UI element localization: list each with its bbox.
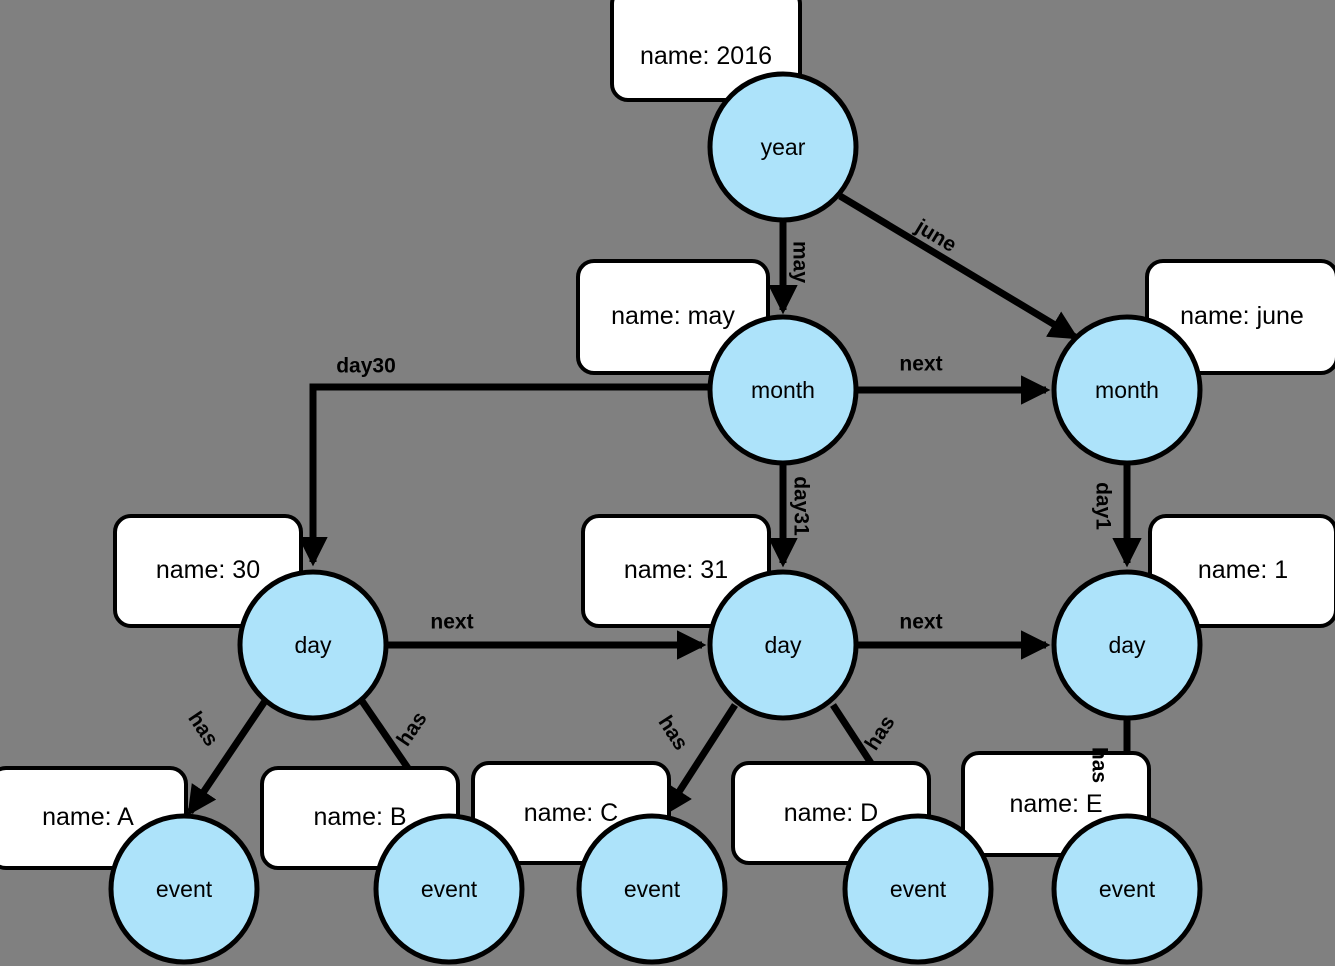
edge-label-has: has [183, 708, 222, 751]
property-box-label: name: 1 [1198, 556, 1288, 584]
node-circle[interactable] [707, 71, 859, 223]
edge-label-has: has [1088, 747, 1111, 783]
node-label: day [294, 632, 332, 658]
node-label: event [421, 876, 478, 902]
edge-label-day31: day31 [790, 476, 813, 536]
property-box-label: name: A [42, 803, 134, 831]
node-circle[interactable] [707, 569, 859, 721]
edge-label-day30: day30 [336, 355, 396, 378]
property-box: name: 31 [581, 514, 771, 628]
graph-node-year2016[interactable]: year [707, 71, 859, 223]
node-label: month [751, 377, 815, 403]
graph-node-eventA[interactable]: event [108, 813, 260, 965]
edge-label-next: next [899, 353, 942, 376]
property-box-label: name: D [784, 799, 878, 827]
edge-label-next: next [430, 611, 473, 634]
property-box: name: may [576, 259, 770, 375]
property-box-label: name: may [611, 302, 735, 330]
node-label: event [890, 876, 947, 902]
node-label: month [1095, 377, 1159, 403]
node-label: day [1108, 632, 1146, 658]
property-box-shape [610, 0, 802, 102]
node-circle[interactable] [373, 813, 525, 965]
graph-edge-june [838, 192, 1079, 341]
node-label: event [156, 876, 213, 902]
property-box-label: name: B [313, 803, 406, 831]
graph-node-day1[interactable]: day [1051, 569, 1203, 721]
graph-node-eventC[interactable]: event [576, 813, 728, 965]
node-label: year [761, 134, 806, 160]
property-box-label: name: 30 [156, 556, 260, 584]
property-box: name: 2016 [610, 0, 802, 102]
edge-label-has: has [861, 712, 900, 755]
node-circle[interactable] [237, 569, 389, 721]
edge-label-next: next [899, 611, 942, 634]
property-boxes-layer: name: 2016 name: may name: june name: 30 nam… [0, 0, 1335, 870]
property-box-label: name: june [1180, 302, 1304, 330]
node-circle[interactable] [1051, 813, 1203, 965]
property-box-label: name: 2016 [640, 42, 772, 70]
graph-node-day31[interactable]: day [707, 569, 859, 721]
node-label: event [1099, 876, 1156, 902]
property-box-label: name: C [524, 799, 618, 827]
node-circle[interactable] [707, 314, 859, 466]
node-circle[interactable] [1051, 314, 1203, 466]
edge-label-has: has [654, 712, 693, 755]
nodes-layer: year month month day day day event event event ev… [108, 71, 1203, 965]
property-box-shape [1145, 259, 1335, 375]
property-box: name: 1 [1148, 514, 1335, 628]
property-box-label: name: E [1009, 790, 1102, 818]
graph-node-eventE[interactable]: event [1051, 813, 1203, 965]
node-circle[interactable] [108, 813, 260, 965]
graph-edge-day30 [298, 383, 710, 567]
node-circle[interactable] [576, 813, 728, 965]
property-box-shape [1148, 514, 1335, 628]
node-label: day [764, 632, 802, 658]
property-box-label: name: 31 [624, 556, 728, 584]
node-label: event [624, 876, 681, 902]
graph-node-monthMay[interactable]: month [707, 314, 859, 466]
property-box: name: june [1145, 259, 1335, 375]
graph-edge-has [663, 703, 738, 816]
graph-node-monthJune[interactable]: month [1051, 314, 1203, 466]
graph-node-day30[interactable]: day [237, 569, 389, 721]
node-circle[interactable] [842, 813, 994, 965]
edge-label-day1: day1 [1092, 482, 1115, 530]
graph-node-eventB[interactable]: event [373, 813, 525, 965]
graph-edge-has [187, 699, 268, 816]
edge-label-may: may [789, 241, 812, 283]
node-circle[interactable] [1051, 569, 1203, 721]
graph-node-eventD[interactable]: event [842, 813, 994, 965]
edge-label-has: has [392, 708, 431, 751]
